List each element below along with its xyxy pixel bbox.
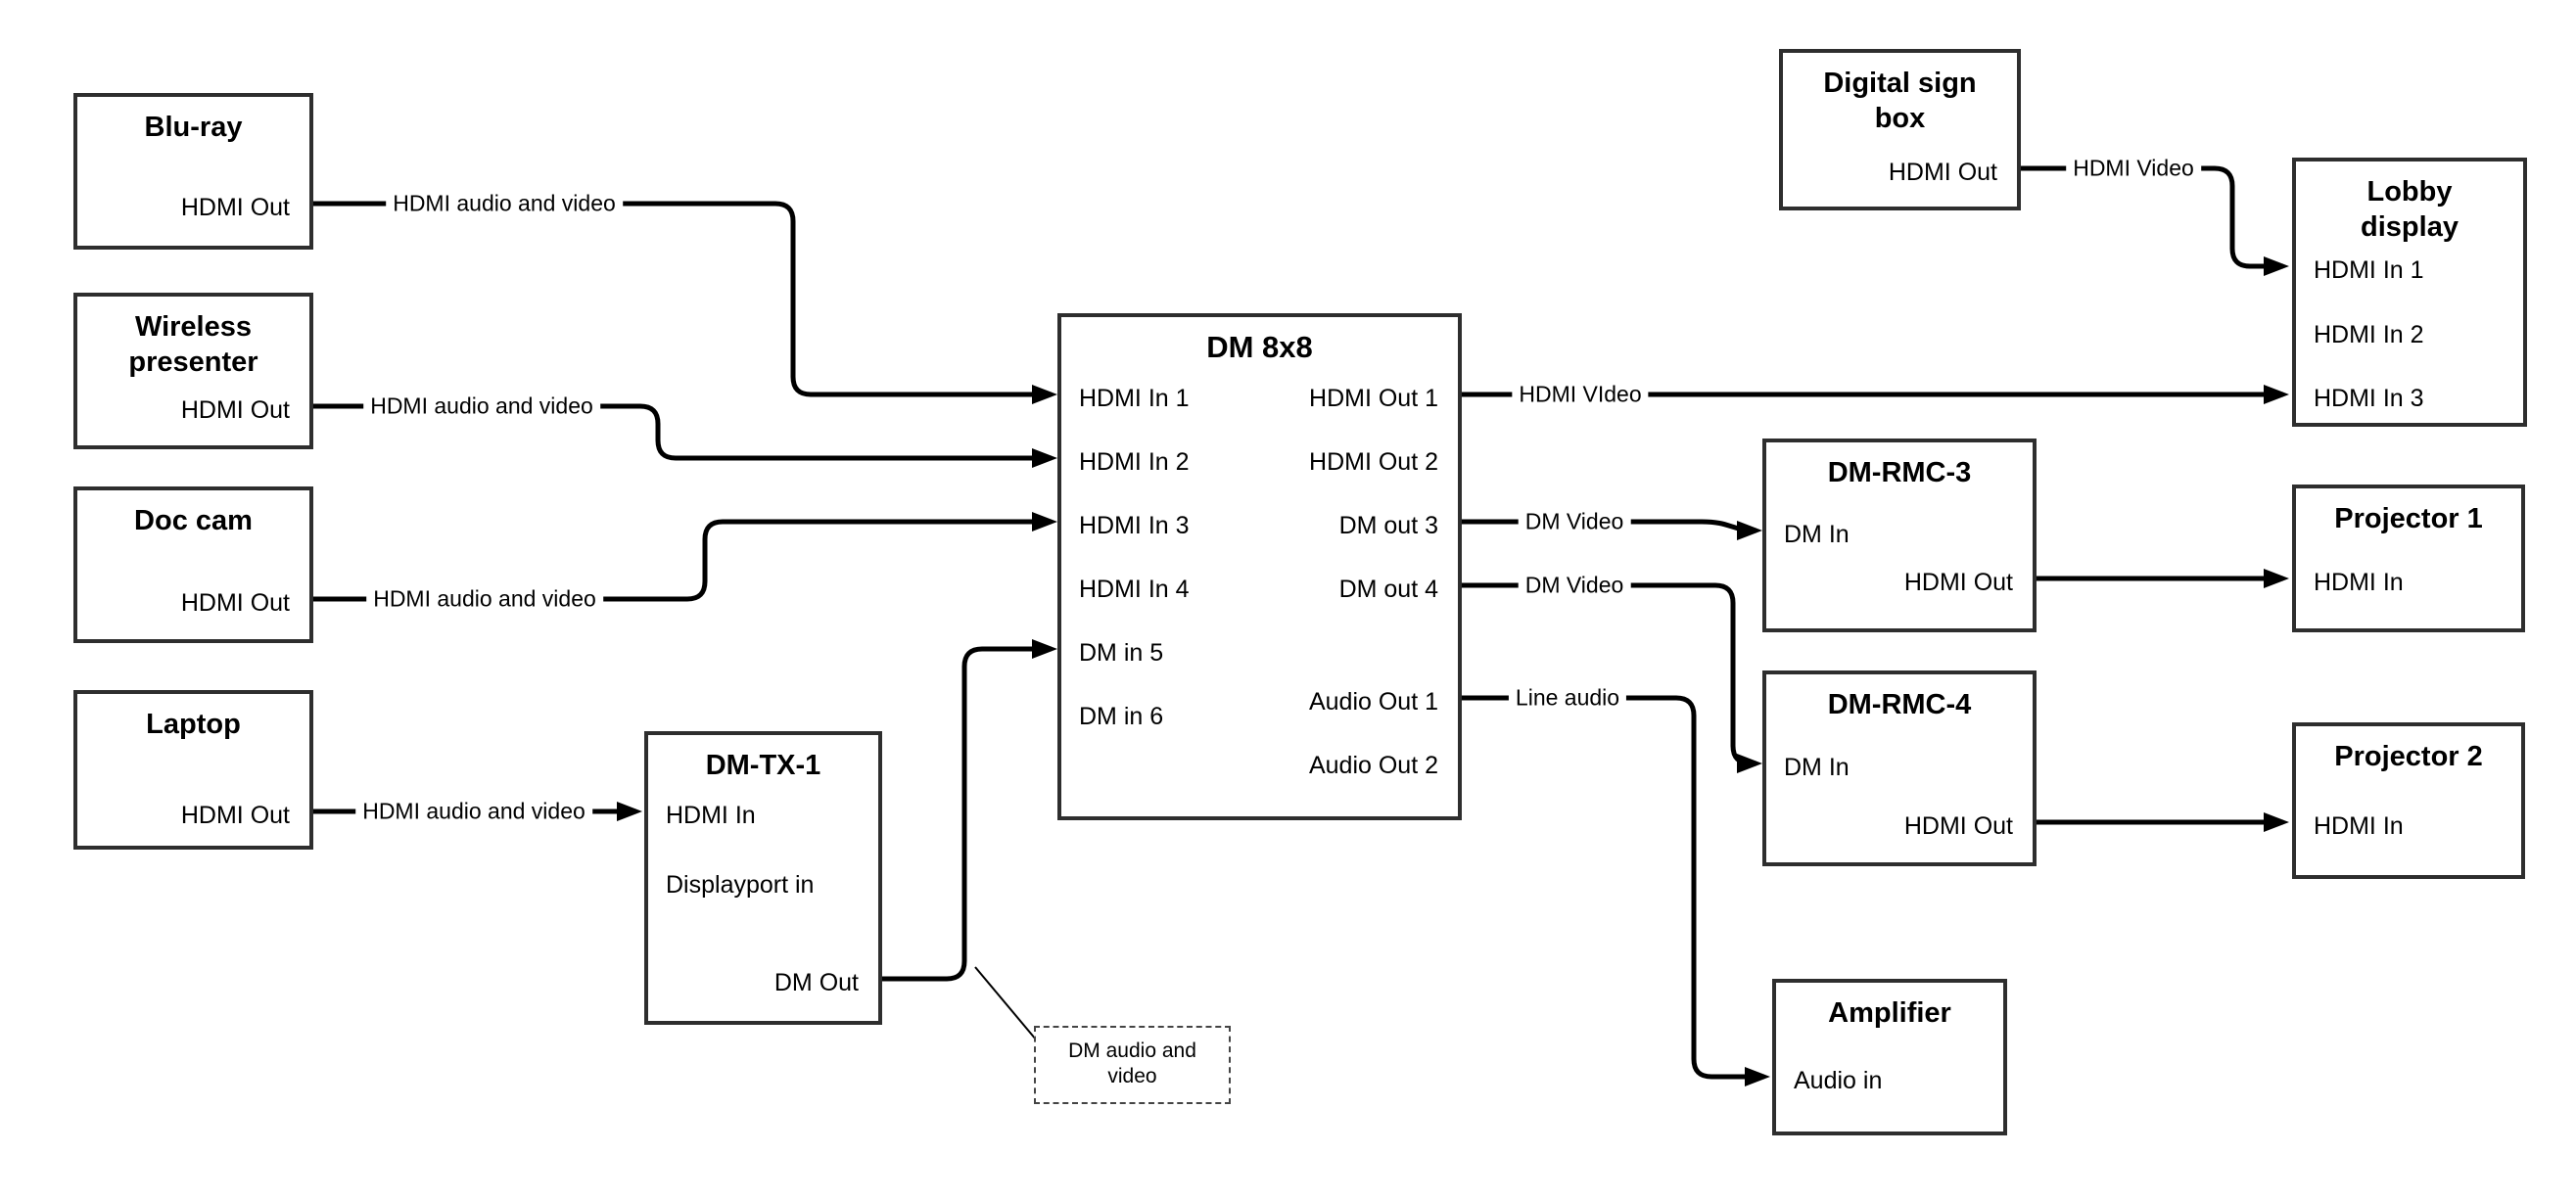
node-title: DM-RMC-4 [1827,689,1972,720]
edge-doccam-to-dm8x8-line [313,512,1057,602]
edge-dm8x8-to-amplifier-line [1462,695,1770,1086]
edge-label-hdmi-video-out1: HDMI VIdeo [1512,381,1649,408]
node-laptop: Laptop HDMI Out [73,690,313,850]
edge-label-wireless: HDMI audio and video [363,393,600,420]
node-title: Projector 2 [2334,741,2483,772]
node-title: Amplifier [1828,997,1951,1029]
port-dm8x8-hdmi-in-1: HDMI In 1 [1079,385,1190,412]
node-title: Digital sign box [1823,68,1977,134]
port-dm8x8-hdmi-in-4: HDMI In 4 [1079,576,1190,603]
port-dm8x8-hdmi-in-3: HDMI In 3 [1079,512,1190,539]
note-dm-audio-and-video: DM audio and video [1034,1026,1231,1104]
edge-dm8x8-to-dmrmc4-line [1462,582,1762,773]
node-dm-rmc-3: DM-RMC-3 DM In HDMI Out [1762,439,2037,632]
port-amplifier-audio-in: Audio in [1794,1067,1883,1094]
node-title: DM-RMC-3 [1827,457,1972,488]
edge-bluray-to-dm8x8-line [313,201,1057,404]
node-amplifier: Amplifier Audio in [1772,979,2007,1135]
port-digitalsign-hdmi-out: HDMI Out [1888,159,1997,186]
note-leader-line [974,966,1037,1040]
port-lobby-hdmi-in-2: HDMI In 2 [2314,321,2424,348]
port-dm8x8-audio-out-2: Audio Out 2 [1308,752,1438,779]
edge-digitalsign-to-lobby-line [2019,165,2289,276]
node-dm-8x8: DM 8x8 HDMI In 1 HDMI In 2 HDMI In 3 HDM… [1057,313,1462,820]
edge-label-laptop: HDMI audio and video [355,798,592,825]
note-text: DM audio and video [1068,1039,1196,1087]
edge-label-bluray: HDMI audio and video [386,190,623,217]
node-digital-sign-box: Digital sign box HDMI Out [1779,49,2021,210]
port-dmrmc3-dm-in: DM In [1784,521,1850,548]
port-dm8x8-hdmi-out-2: HDMI Out 2 [1309,448,1438,476]
port-dm8x8-audio-out-1: Audio Out 1 [1308,688,1438,716]
node-title: DM 8x8 [1206,330,1313,364]
port-doccam-hdmi-out: HDMI Out [180,589,290,617]
port-dm8x8-hdmi-out-1: HDMI Out 1 [1309,385,1438,412]
port-dm8x8-hdmi-in-2: HDMI In 2 [1079,448,1190,476]
port-dmtx1-hdmi-in: HDMI In [666,802,756,829]
node-title: Lobby display [2361,176,2459,243]
port-lobby-hdmi-in-3: HDMI In 3 [2314,385,2424,412]
node-wireless-presenter: Wireless presenter HDMI Out [73,293,313,449]
node-dm-rmc-4: DM-RMC-4 DM In HDMI Out [1762,670,2037,866]
port-bluray-hdmi-out: HDMI Out [180,194,290,221]
port-dm8x8-dm-out-4: DM out 4 [1338,576,1438,603]
port-dmrmc4-hdmi-out: HDMI Out [1903,812,2013,840]
node-projector-2: Projector 2 HDMI In [2292,722,2525,879]
port-dmrmc3-hdmi-out: HDMI Out [1903,569,2013,596]
edge-label-doccam: HDMI audio and video [366,585,603,613]
node-title: Doc cam [134,505,253,536]
node-dm-tx-1: DM-TX-1 HDMI In Displayport in DM Out [644,731,882,1025]
edge-label-line-audio: Line audio [1508,684,1627,712]
edge-dm8x8-to-dmrmc3-line [1462,519,1762,540]
port-proj1-hdmi-in: HDMI In [2314,569,2404,596]
port-proj2-hdmi-in: HDMI In [2314,812,2404,840]
node-lobby-display: Lobby display HDMI In 1 HDMI In 2 HDMI I… [2292,158,2527,427]
port-dmrmc4-dm-in: DM In [1784,754,1850,781]
node-title: Wireless presenter [128,311,258,378]
edge-dmtx1-to-dm8x8-line [882,639,1057,982]
node-title: Laptop [146,709,241,740]
port-lobby-hdmi-in-1: HDMI In 1 [2314,256,2424,284]
edge-label-dm-video-3: DM Video [1518,508,1631,535]
edge-label-digitalsign: HDMI Video [2066,155,2201,182]
node-doc-cam: Doc cam HDMI Out [73,486,313,643]
port-dm8x8-dm-in-6: DM in 6 [1079,703,1164,730]
port-wireless-hdmi-out: HDMI Out [180,396,290,424]
edge-label-dm-video-4: DM Video [1518,572,1631,599]
port-dmtx1-displayport-in: Displayport in [666,871,815,899]
port-dm8x8-dm-in-5: DM in 5 [1079,639,1164,667]
edge-wireless-to-dm8x8-line [313,403,1057,468]
port-laptop-hdmi-out: HDMI Out [180,802,290,829]
port-dmtx1-dm-out: DM Out [773,969,859,996]
node-projector-1: Projector 1 HDMI In [2292,485,2525,632]
port-dm8x8-dm-out-3: DM out 3 [1338,512,1438,539]
node-title: DM-TX-1 [705,750,821,781]
node-bluray: Blu-ray HDMI Out [73,93,313,250]
node-title: Projector 1 [2334,503,2483,534]
node-title: Blu-ray [144,112,243,143]
